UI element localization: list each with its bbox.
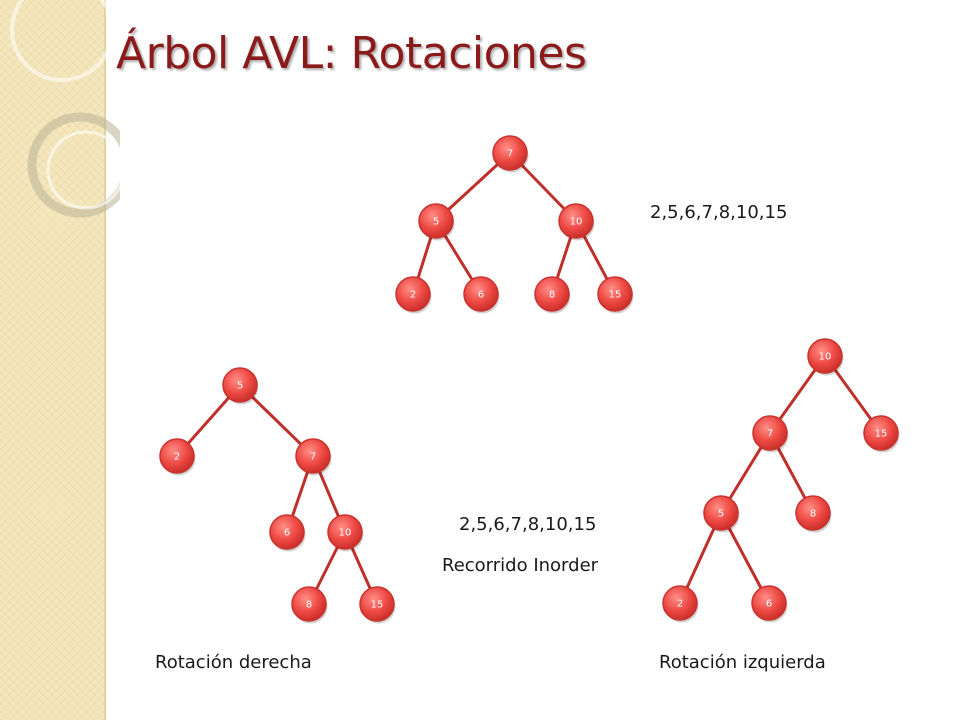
decorative-rings bbox=[10, 0, 120, 218]
node-circle bbox=[752, 415, 788, 451]
node-circle bbox=[159, 438, 195, 474]
tree-node-7: 7 bbox=[295, 438, 332, 476]
node-circle bbox=[807, 338, 843, 374]
node-label: 10 bbox=[819, 352, 832, 363]
right-rotation-caption: Rotación derecha bbox=[155, 652, 312, 673]
node-circle bbox=[795, 495, 831, 531]
node-label: 8 bbox=[549, 290, 555, 301]
tree-node-10: 10 bbox=[807, 338, 844, 376]
node-circle bbox=[222, 367, 258, 403]
tree-node-2: 2 bbox=[159, 438, 196, 476]
node-circle bbox=[863, 415, 899, 451]
node-label: 8 bbox=[810, 509, 816, 520]
left-rotation-caption: Rotación izquierda bbox=[659, 652, 826, 673]
tree-nodes: 7 5 10 2 6 8 15 5 2 7 6 10 8 15 10 7 15 5 8 2 6 bbox=[159, 135, 900, 624]
traversal-label: Recorrido Inorder bbox=[442, 555, 599, 576]
node-label: 8 bbox=[306, 600, 312, 611]
node-circle bbox=[295, 438, 331, 474]
node-label: 6 bbox=[284, 528, 290, 539]
node-label: 7 bbox=[310, 452, 316, 463]
node-label: 15 bbox=[371, 600, 384, 611]
tree-node-8: 8 bbox=[534, 276, 571, 314]
node-circle bbox=[751, 585, 787, 621]
node-label: 15 bbox=[609, 290, 622, 301]
tree-node-2: 2 bbox=[662, 585, 699, 623]
node-label: 5 bbox=[237, 381, 243, 392]
tree-node-6: 6 bbox=[269, 514, 306, 552]
tree-node-6: 6 bbox=[751, 585, 788, 623]
node-label: 15 bbox=[875, 429, 888, 440]
node-circle bbox=[269, 514, 305, 550]
node-circle bbox=[327, 514, 363, 550]
tree-node-6: 6 bbox=[463, 276, 500, 314]
top-inorder-sequence: 2,5,6,7,8,10,15 bbox=[650, 202, 788, 223]
node-label: 5 bbox=[433, 217, 439, 228]
node-label: 6 bbox=[478, 290, 484, 301]
node-label: 7 bbox=[507, 149, 513, 160]
node-circle bbox=[492, 135, 528, 171]
node-label: 10 bbox=[339, 528, 352, 539]
tree-node-15: 15 bbox=[863, 415, 900, 453]
node-label: 2 bbox=[174, 452, 180, 463]
middle-inorder-sequence: 2,5,6,7,8,10,15 bbox=[459, 514, 597, 535]
node-label: 7 bbox=[767, 429, 773, 440]
tree-node-5: 5 bbox=[418, 203, 455, 241]
tree-node-10: 10 bbox=[558, 203, 595, 241]
node-label: 5 bbox=[718, 509, 724, 520]
node-circle bbox=[703, 495, 739, 531]
tree-node-15: 15 bbox=[597, 276, 634, 314]
node-circle bbox=[395, 276, 431, 312]
node-circle bbox=[662, 585, 698, 621]
slide-title: Árbol AVL: Rotaciones bbox=[116, 28, 587, 79]
node-circle bbox=[359, 586, 395, 622]
node-circle bbox=[418, 203, 454, 239]
node-circle bbox=[597, 276, 633, 312]
node-label: 2 bbox=[677, 599, 683, 610]
tree-node-10: 10 bbox=[327, 514, 364, 552]
node-circle bbox=[463, 276, 499, 312]
node-circle bbox=[558, 203, 594, 239]
node-label: 2 bbox=[410, 290, 416, 301]
node-label: 10 bbox=[570, 217, 583, 228]
node-circle bbox=[534, 276, 570, 312]
tree-node-8: 8 bbox=[795, 495, 832, 533]
tree-node-8: 8 bbox=[291, 586, 328, 624]
tree-node-5: 5 bbox=[703, 495, 740, 533]
tree-node-15: 15 bbox=[359, 586, 396, 624]
tree-node-5: 5 bbox=[222, 367, 259, 405]
node-label: 6 bbox=[766, 599, 772, 610]
node-circle bbox=[291, 586, 327, 622]
tree-node-2: 2 bbox=[395, 276, 432, 314]
tree-node-7: 7 bbox=[752, 415, 789, 453]
tree-node-7: 7 bbox=[492, 135, 529, 173]
